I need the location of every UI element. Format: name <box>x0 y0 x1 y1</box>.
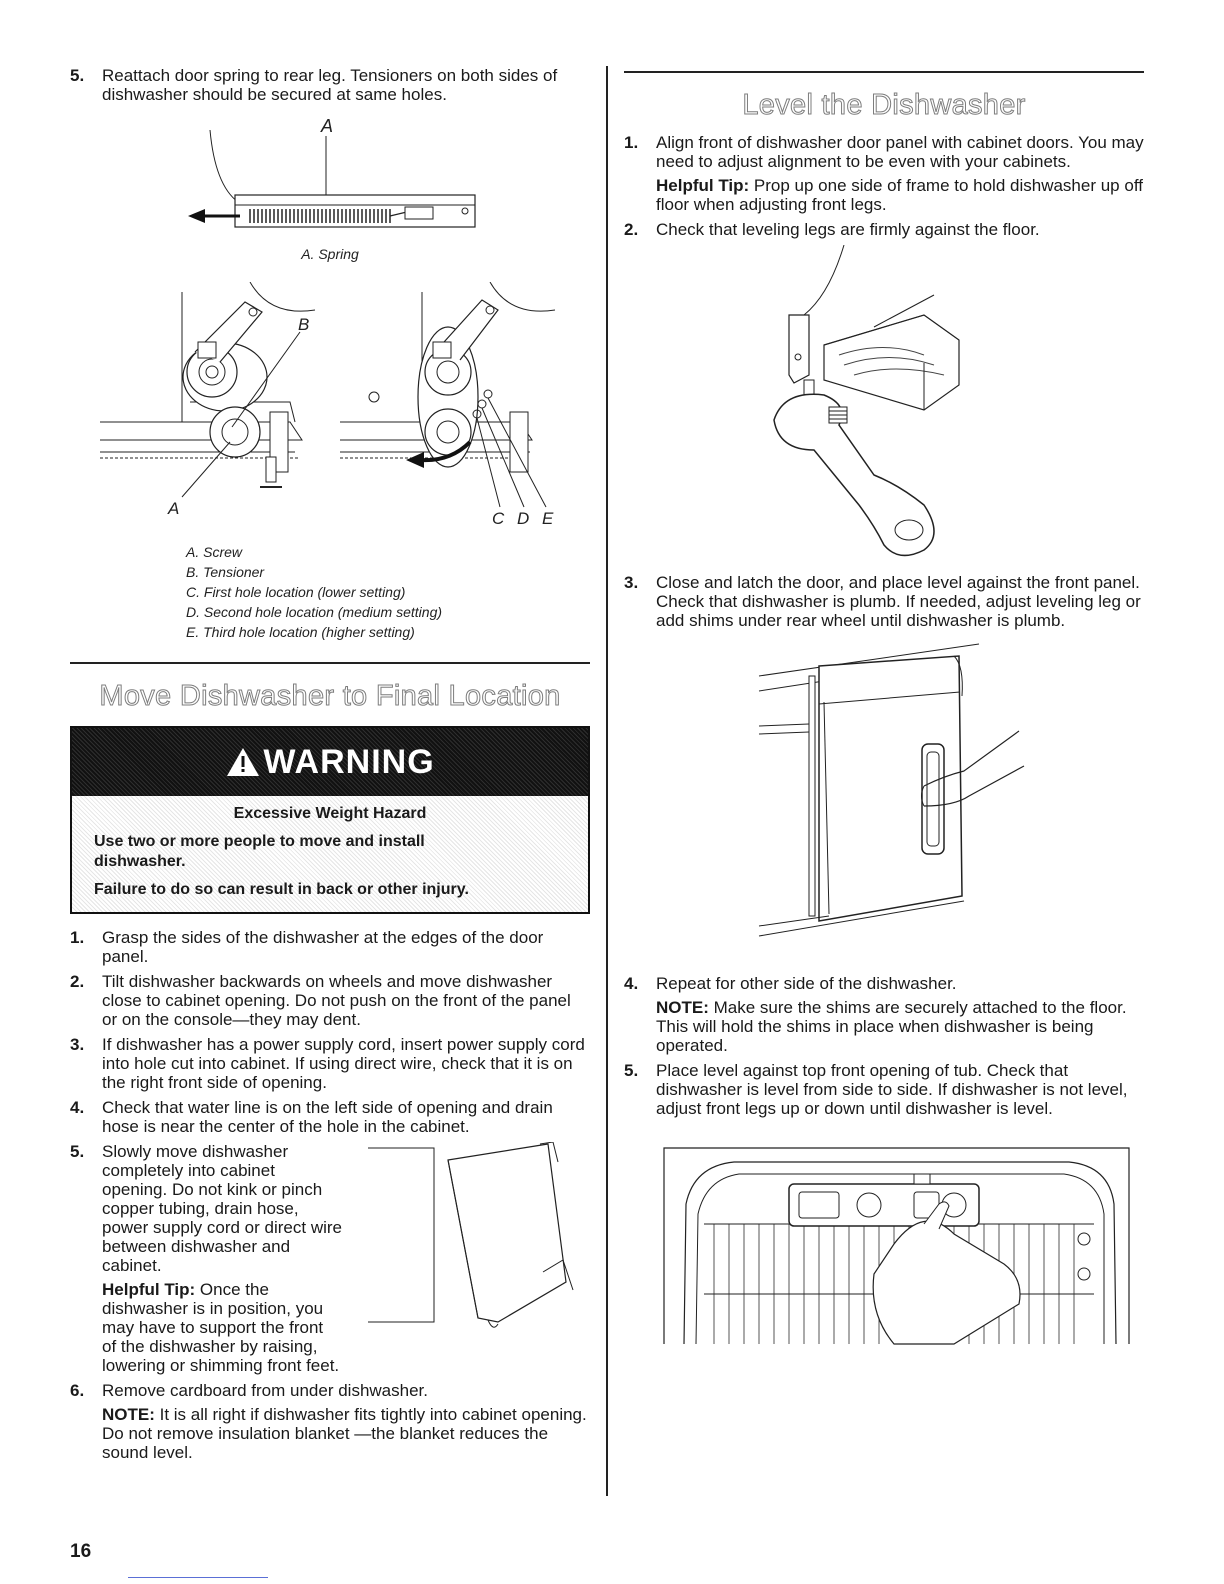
step-text: Grasp the sides of the dishwasher at the… <box>102 928 544 966</box>
spring-label-a: A <box>320 116 333 136</box>
move-step-4: 4. Check that water line is on the left … <box>70 1098 590 1136</box>
step-text: Slowly move dishwasher completely into c… <box>102 1142 342 1275</box>
level-step-3: 3. Close and latch the door, and place l… <box>624 573 1144 630</box>
warning-hazard: Excessive Weight Hazard <box>233 805 427 822</box>
warning-triangle-icon <box>227 748 260 776</box>
tip-label: Helpful Tip: <box>102 1280 196 1299</box>
step-number: 1. <box>70 928 85 947</box>
step-number: 5. <box>624 1061 639 1080</box>
step-number: 5. <box>70 1142 85 1161</box>
legend-item: B. Tensioner <box>186 564 265 580</box>
level-step-2: 2. Check that leveling legs are firmly a… <box>624 220 1144 239</box>
tensioner-figure: B A C D E <box>100 282 556 528</box>
bottom-link-underline <box>128 1577 268 1578</box>
tensioner-label-c: C <box>492 509 505 528</box>
level-section-title: Level the Dishwasher <box>742 89 1026 122</box>
warning-heading: WARNING <box>263 742 435 781</box>
move-step-1: 1. Grasp the sides of the dishwasher at … <box>70 928 590 966</box>
column-divider <box>606 66 608 1496</box>
left-column: 5. Reattach door spring to rear leg. Ten… <box>70 66 590 1468</box>
legend-item: A. Screw <box>186 544 243 560</box>
tip-text: Once the dishwasher is in position, you … <box>102 1280 340 1375</box>
section-divider <box>70 662 590 664</box>
step-text: Remove cardboard from under dishwasher. <box>102 1381 428 1400</box>
tensioner-label-a: A <box>167 499 179 518</box>
step-text: Tilt dishwasher backwards on wheels and … <box>102 972 571 1029</box>
step-number: 1. <box>624 133 639 152</box>
move-step-3: 3. If dishwasher has a power supply cord… <box>70 1035 590 1092</box>
note-label: NOTE: <box>656 998 709 1017</box>
step-text: Repeat for other side of the dishwasher. <box>656 974 957 993</box>
tensioner-legend: A. Screw B. Tensioner C. First hole loca… <box>70 542 590 642</box>
tub-level-figure <box>663 1147 1130 1345</box>
move-step-6: 6. Remove cardboard from under dishwashe… <box>70 1381 590 1462</box>
wrench-figure <box>773 245 960 557</box>
door-level-figure <box>758 643 1025 937</box>
level-step-5: 5. Place level against top front opening… <box>624 1061 1144 1118</box>
step-number: 3. <box>70 1035 85 1054</box>
move-step-5: 5. Slowly move dishwasher completely int… <box>70 1142 590 1375</box>
move-steps: 1. Grasp the sides of the dishwasher at … <box>70 928 590 1462</box>
warning-line-2: Failure to do so can result in back or o… <box>94 881 469 898</box>
move-section-title: Move Dishwasher to Final Location <box>99 680 561 713</box>
warning-line-1: Use two or more people to move and insta… <box>94 833 425 870</box>
page-number: 16 <box>70 1541 92 1562</box>
cabinet-insert-figure <box>368 1142 574 1328</box>
step-text: Check that leveling legs are firmly agai… <box>656 220 1040 239</box>
warning-header: WARNING <box>72 728 588 796</box>
step-number: 4. <box>624 974 639 993</box>
spring-caption: A. Spring <box>301 246 359 262</box>
step-number: 2. <box>70 972 85 991</box>
note-text: Make sure the shims are securely attache… <box>656 998 1127 1055</box>
legend-item: D. Second hole location (medium setting) <box>186 604 443 620</box>
spring-figure: A <box>188 116 476 228</box>
step-reattach-spring: 5. Reattach door spring to rear leg. Ten… <box>70 66 590 104</box>
step-number: 2. <box>624 220 639 239</box>
tip-label: Helpful Tip: <box>656 176 750 195</box>
step-number: 6. <box>70 1381 85 1400</box>
step-text: Place level against top front opening of… <box>656 1061 1128 1118</box>
tensioner-label-e: E <box>542 509 554 528</box>
note-label: NOTE: <box>102 1405 155 1424</box>
step-number: 4. <box>70 1098 85 1117</box>
step-number: 3. <box>624 573 639 592</box>
warning-body: Excessive Weight Hazard Use two or more … <box>72 796 588 912</box>
legend-item: E. Third hole location (higher setting) <box>186 624 415 640</box>
note-text: It is all right if dishwasher fits tight… <box>102 1405 587 1462</box>
tensioner-label-b: B <box>298 315 309 334</box>
tensioner-label-d: D <box>517 509 529 528</box>
section-divider <box>624 71 1144 73</box>
step-text: Check that water line is on the left sid… <box>102 1098 553 1136</box>
move-step-2: 2. Tilt dishwasher backwards on wheels a… <box>70 972 590 1029</box>
warning-box: WARNING Excessive Weight Hazard Use two … <box>70 726 590 914</box>
level-step-4: 4. Repeat for other side of the dishwash… <box>624 974 1144 1055</box>
step-number: 5. <box>70 66 85 85</box>
legend-item: C. First hole location (lower setting) <box>186 584 406 600</box>
right-column: Level the Dishwasher 1. Align front of d… <box>624 66 1144 1354</box>
tip-text: Prop up one side of frame to hold dishwa… <box>656 176 1143 214</box>
step-text: Align front of dishwasher door panel wit… <box>656 133 1144 171</box>
step-text: Reattach door spring to rear leg. Tensio… <box>102 66 558 104</box>
step-text: If dishwasher has a power supply cord, i… <box>102 1035 585 1092</box>
level-step-1: 1. Align front of dishwasher door panel … <box>624 133 1144 214</box>
step-text: Close and latch the door, and place leve… <box>656 573 1141 630</box>
